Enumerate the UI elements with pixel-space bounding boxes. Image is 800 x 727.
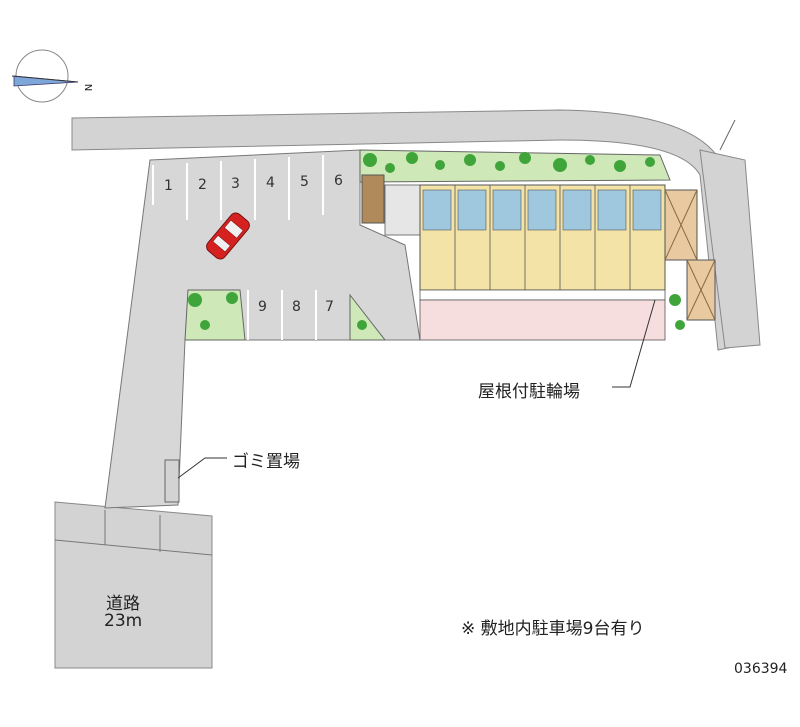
road-name-label: 道路 [106, 594, 140, 614]
parking-slot-3: 3 [231, 176, 240, 192]
garbage-leader-line [177, 457, 227, 479]
compass-north-label: N [82, 83, 94, 92]
trees [363, 152, 685, 330]
parking-slot-6: 6 [334, 173, 343, 189]
parking-slot-2: 2 [198, 177, 207, 193]
unit-balconies [422, 189, 662, 231]
bicycle-parking-label: 屋根付駐輪場 [478, 382, 580, 402]
parking-slot-5: 5 [300, 174, 309, 190]
right-road [699, 149, 761, 349]
garbage-label: ゴミ置場 [232, 452, 300, 472]
parking-slot-7: 7 [325, 299, 334, 315]
property-code: 036394 [734, 661, 788, 677]
bicycle-leader-line [612, 299, 656, 388]
parking-slot-1: 1 [164, 178, 173, 194]
parking-slot-4: 4 [266, 175, 275, 191]
road-width-label: 23m [104, 611, 143, 631]
red-car-icon [206, 212, 250, 260]
walkway [419, 289, 666, 301]
walkway-pink [419, 299, 666, 341]
parking-slot-9: 9 [258, 299, 267, 315]
compass-north-icon [11, 49, 79, 103]
parking-slot-8: 8 [292, 299, 301, 315]
garbage-area [164, 459, 180, 503]
parking-note: ※ 敷地内駐車場9台有り [461, 619, 645, 639]
stairs [361, 174, 385, 224]
unit-dividers [454, 185, 631, 290]
parking-bay-lines [152, 155, 324, 340]
main-road [54, 501, 213, 669]
